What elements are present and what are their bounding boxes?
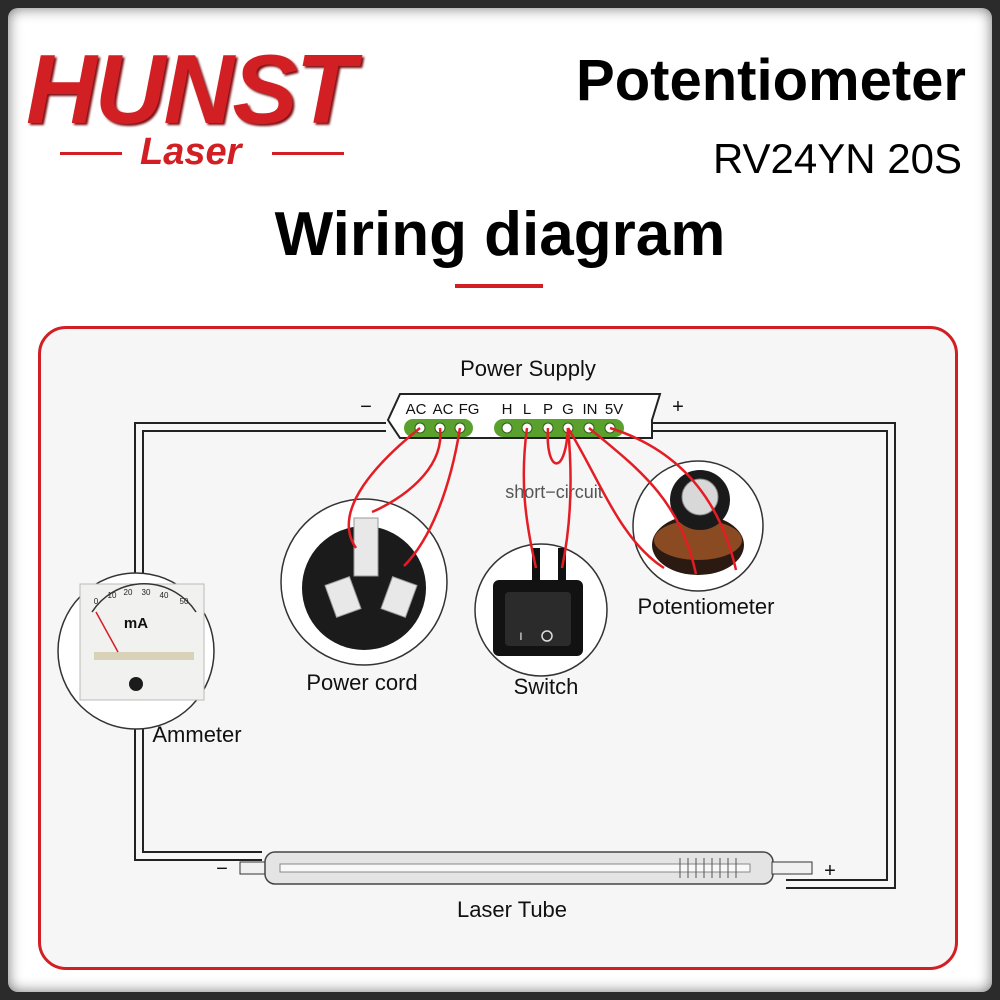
switch-label: Switch (514, 674, 579, 699)
terminal-label: AC (433, 401, 454, 418)
wire-fg (403, 427, 462, 567)
power-cord-label: Power cord (306, 670, 417, 695)
switch-on-glyph (541, 630, 553, 642)
potentiometer-photo (632, 460, 764, 592)
ammeter-photo: 0 10 20 30 40 50 mA (57, 572, 215, 730)
power-supply-block (386, 393, 662, 439)
power-supply-label: Power Supply (460, 356, 596, 381)
ammeter-scale-label: 20 (124, 588, 133, 597)
ammeter-scale-label: 0 (94, 597, 99, 606)
wire-short (546, 427, 570, 465)
power-cord-photo (280, 498, 448, 666)
ammeter-scale-label: 40 (160, 591, 169, 600)
ammeter-scale-label: 50 (180, 597, 189, 606)
brand-logo: HUNST (26, 34, 356, 144)
brand-logo-subtext: Laser (140, 131, 242, 173)
terminal-label: P (543, 401, 553, 418)
wire-in (588, 427, 698, 575)
switch-off-glyph: ı (519, 627, 523, 643)
wire-l (522, 427, 538, 569)
ammeter-label: Ammeter (152, 722, 241, 747)
wire-g-switch (560, 427, 572, 569)
tube-minus-label: − (216, 858, 228, 880)
ammeter-unit: mA (124, 615, 148, 632)
wire-g-pot (566, 427, 665, 570)
ps-minus-label: − (360, 396, 372, 418)
wire-ac2 (371, 427, 442, 514)
diagram-heading: Wiring diagram (274, 200, 726, 269)
model-number: RV24YN 20S (712, 135, 962, 182)
terminal-label: G (562, 401, 574, 418)
potentiometer-label: Potentiometer (638, 594, 775, 619)
terminal-label: IN (583, 401, 598, 418)
terminal-h (501, 422, 513, 434)
logo-rule-left (60, 152, 122, 155)
terminal-label: 5V (605, 401, 623, 418)
short-circuit-label: short−circuit (505, 482, 603, 502)
tube-plus-label: + (824, 860, 836, 882)
laser-tube-label: Laser Tube (457, 897, 567, 922)
switch-photo: ı (474, 543, 608, 677)
red-wires (347, 426, 738, 575)
terminal-label: H (502, 401, 513, 418)
heading-underline (455, 284, 543, 288)
terminal-label: L (523, 401, 531, 418)
terminal-label: AC (406, 401, 427, 418)
ammeter-scale-label: 30 (142, 588, 151, 597)
laser-tube (239, 851, 813, 885)
logo-rule-right (272, 152, 344, 155)
ammeter-scale-label: 10 (108, 591, 117, 600)
terminal-label: FG (459, 401, 480, 418)
wire-ac1 (347, 427, 421, 549)
wire-5v (609, 426, 738, 571)
page-title: Potentiometer (576, 48, 966, 113)
ps-plus-label: + (672, 396, 684, 418)
